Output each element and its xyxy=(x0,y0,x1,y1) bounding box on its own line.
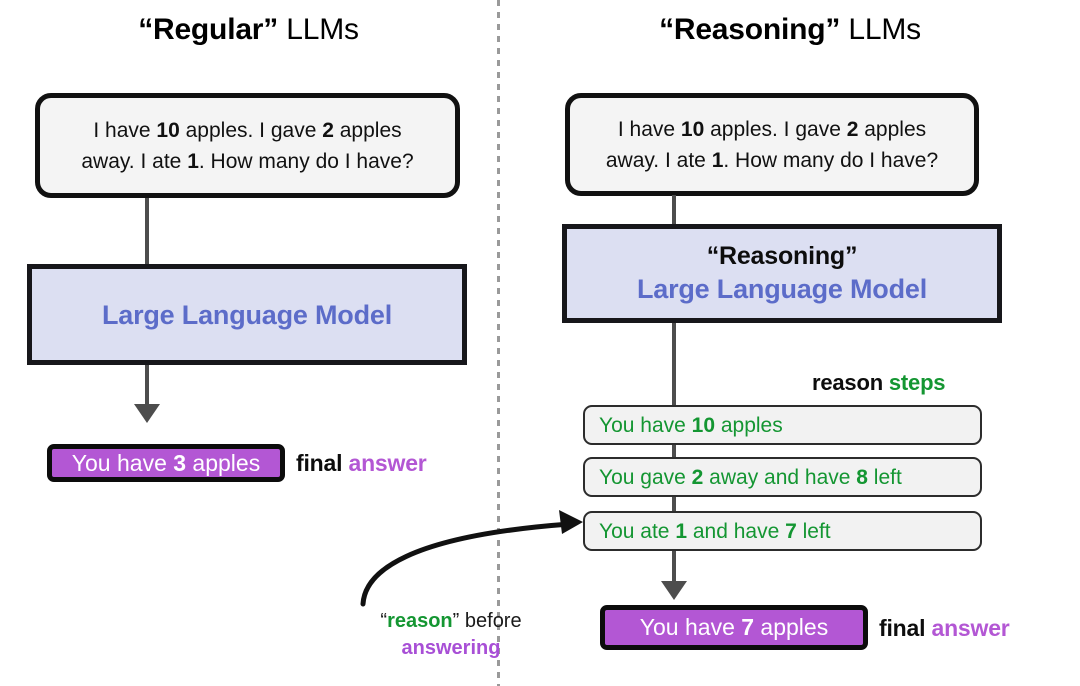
right-prompt-l2-pre: away. I ate xyxy=(605,148,712,172)
left-prompt-l2-post: . How many do I have? xyxy=(198,149,414,173)
right-prompt-l1-n2: 2 xyxy=(846,117,859,141)
right-prompt-box: I have 10 apples. I gave 2 apples away. … xyxy=(565,93,979,196)
annotation-curved-arrow-icon xyxy=(360,510,583,607)
right-answer-arrow-icon xyxy=(661,581,687,600)
left-prompt-text: I have 10 apples. I gave 2 apples away. … xyxy=(81,115,413,177)
annotation-before: before xyxy=(459,610,522,632)
steps-heading-reason: reason xyxy=(812,370,883,395)
step2-mid: and have xyxy=(687,519,786,543)
left-caption-final: final xyxy=(296,450,343,476)
column-divider xyxy=(497,0,500,686)
reason-step-1: You gave 2 away and have 8 left xyxy=(583,457,982,497)
step1-post: left xyxy=(867,465,902,489)
left-answer-caption: final answer xyxy=(296,450,427,477)
left-answer-box: You have 3 apples xyxy=(47,444,285,482)
left-answer-connector-line xyxy=(145,365,149,406)
left-prompt-l1-mid: apples. I gave xyxy=(179,118,323,142)
left-title-rest: LLMs xyxy=(278,13,359,46)
left-title-quoted: “Regular” xyxy=(138,13,279,46)
left-prompt-l2-pre: away. I ate xyxy=(81,149,188,173)
step0-mid: apples xyxy=(715,413,783,437)
step2-post: left xyxy=(796,519,831,543)
left-answer-pre: You have xyxy=(71,449,174,476)
right-steps-spine-2 xyxy=(672,497,676,513)
right-llm-kind: “Reasoning” xyxy=(706,242,858,270)
right-prompt-l1-n1: 10 xyxy=(680,117,705,141)
right-answer-pre: You have xyxy=(639,614,742,640)
step0-n1: 10 xyxy=(691,413,716,437)
reason-step-1-text: You gave 2 away and have 8 left xyxy=(599,465,902,490)
step2-n2: 7 xyxy=(785,519,797,543)
left-prompt-l1-n1: 10 xyxy=(156,118,180,142)
right-answer-caption: final answer xyxy=(879,615,1010,642)
right-llm-label: Large Language Model xyxy=(636,274,928,304)
annotation-reason: reason xyxy=(387,610,453,632)
annotation-line-1: “reason” before xyxy=(335,608,567,635)
left-prompt-l1-pre: I have xyxy=(93,118,157,142)
annotation-quote-close: ” xyxy=(452,610,460,632)
right-column-title: “Reasoning” LLMs xyxy=(500,9,1080,51)
step1-n2: 8 xyxy=(856,465,868,489)
left-answer-text: You have 3 apples xyxy=(72,450,260,477)
annotation-caption: “reason” before answering xyxy=(335,608,567,662)
left-prompt-box: I have 10 apples. I gave 2 apples away. … xyxy=(35,93,460,198)
right-answer-text: You have 7 apples xyxy=(640,614,828,641)
right-caption-final: final xyxy=(879,615,926,641)
left-column-title: “Regular” LLMs xyxy=(0,9,497,51)
right-steps-spine xyxy=(672,323,676,407)
right-title-rest: LLMs xyxy=(840,13,921,46)
right-prompt-l1-post: apples xyxy=(858,117,927,141)
right-title-quoted: “Reasoning” xyxy=(659,13,841,46)
right-steps-spine-1 xyxy=(672,445,676,459)
reason-step-0-text: You have 10 apples xyxy=(599,413,783,438)
step2-pre: You ate xyxy=(599,519,676,543)
reason-step-2-text: You ate 1 and have 7 left xyxy=(599,519,831,544)
right-prompt-l2-post: . How many do I have? xyxy=(723,148,939,172)
right-llm-box: “Reasoning” Large Language Model xyxy=(562,224,1002,323)
reason-step-0: You have 10 apples xyxy=(583,405,982,445)
left-llm-box: Large Language Model xyxy=(27,264,467,365)
left-answer-number: 3 xyxy=(173,449,187,476)
right-prompt-l2-n1: 1 xyxy=(711,148,724,172)
right-answer-box: You have 7 apples xyxy=(600,605,868,650)
left-llm-label: Large Language Model xyxy=(101,299,393,330)
left-prompt-l1-post: apples xyxy=(333,118,402,142)
right-answer-number: 7 xyxy=(741,614,755,640)
step0-pre: You have xyxy=(599,413,692,437)
right-prompt-l1-pre: I have xyxy=(617,117,681,141)
annotation-line-2: answering xyxy=(335,635,567,662)
reason-steps-heading: reason steps xyxy=(812,370,946,396)
left-prompt-l1-n2: 2 xyxy=(322,118,334,142)
right-connector-line xyxy=(672,195,676,227)
left-prompt-l2-n1: 1 xyxy=(187,149,199,173)
left-caption-answer: answer xyxy=(348,450,427,476)
right-prompt-l1-mid: apples. I gave xyxy=(704,117,847,141)
right-caption-answer: answer xyxy=(931,615,1010,641)
step1-pre: You gave xyxy=(599,465,692,489)
left-answer-arrow-icon xyxy=(134,404,160,423)
annotation-answering: answering xyxy=(401,637,501,659)
step1-n1: 2 xyxy=(691,465,704,489)
left-connector-line xyxy=(145,198,149,266)
left-answer-post: apples xyxy=(186,449,261,476)
reason-step-2: You ate 1 and have 7 left xyxy=(583,511,982,551)
right-answer-post: apples xyxy=(754,614,829,640)
step1-mid: away and have xyxy=(703,465,857,489)
steps-heading-steps: steps xyxy=(888,370,946,395)
step2-n1: 1 xyxy=(675,519,687,543)
right-answer-connector-line xyxy=(672,551,676,583)
annotation-quote-open: “ xyxy=(380,610,388,632)
right-prompt-text: I have 10 apples. I gave 2 apples away. … xyxy=(606,114,938,176)
